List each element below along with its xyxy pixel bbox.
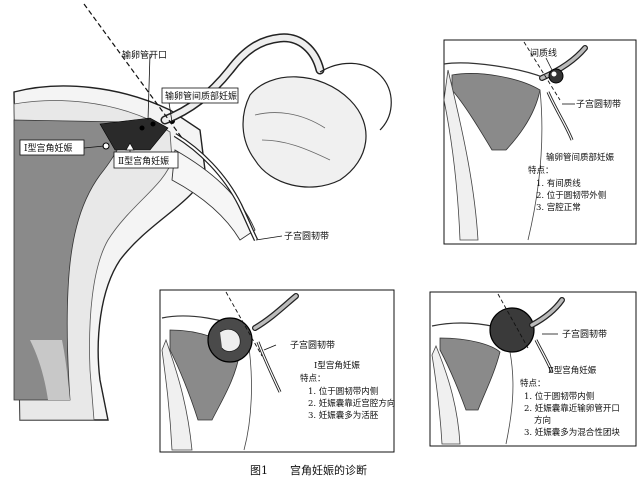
inset-type1-feature-2: 2. 妊娠囊靠近宫腔方向 [308, 398, 395, 409]
inset-type2-features-title: 特点： [520, 378, 546, 389]
figure-caption-title: 宫角妊娠的诊断 [290, 463, 367, 477]
type2-label-box [113, 151, 179, 169]
inset-type1-feature-3: 3. 妊娠囊多为活胚 [308, 410, 379, 421]
inset-type1-features-title: 特点： [300, 373, 326, 384]
inset-interstitial-feature-1: 1. 有间质线 [536, 178, 581, 189]
interstitial-label-box [161, 87, 239, 104]
figure-caption-number: 图1 [250, 464, 268, 477]
type1-label-box [19, 139, 85, 156]
inset-type1-feature-1: 1. 位于圆韧带内侧 [308, 386, 378, 397]
tube-opening-label: 输卵管开口 [122, 49, 167, 61]
type1-label: Ⅰ型宫角妊娠 [24, 142, 73, 154]
broad-ligament [171, 149, 256, 241]
inset-interstitial-round-ligament-label: 子宫圆韧带 [576, 98, 621, 110]
inset-type2 [429, 291, 637, 447]
inset-type1-round-ligament-label: 子宫圆韧带 [290, 339, 335, 351]
inset-interstitial-feature-3: 3. 宫腔正常 [536, 202, 581, 213]
inset-type2-title: Ⅱ型宫角妊娠 [548, 365, 597, 376]
main-uterus-illustration [13, 3, 392, 421]
inset-type2-feature-2-cont: 方向 [534, 415, 551, 426]
inset-type2-feature-3: 3. 妊娠囊多为混合性团块 [524, 427, 620, 438]
inset-interstitial-features-title: 特点： [528, 165, 554, 176]
interstitial-line-label: 间质线 [530, 47, 557, 59]
round-ligament-label: 子宫圆韧带 [284, 230, 329, 242]
marker-dot [139, 125, 145, 131]
inset-type1 [159, 289, 395, 453]
interstitial-pregnancy-label: 输卵管间质部妊娠 [165, 90, 237, 102]
inset-type2-feature-1: 1. 位于圆韧带内侧 [524, 391, 594, 402]
ovary [242, 76, 367, 188]
cornual-region [99, 117, 169, 151]
inset-type1-title: Ⅰ型宫角妊娠 [314, 360, 360, 371]
inset-type2-feature-2: 2. 妊娠囊靠近输卵管开口 [524, 403, 620, 414]
marker-dot [150, 121, 156, 127]
inset-interstitial [443, 39, 637, 245]
inset-interstitial-feature-2: 2. 位于圆韧带外侧 [536, 190, 606, 201]
cervix [30, 340, 70, 400]
inset-interstitial-title: 输卵管间质部妊娠 [546, 152, 615, 163]
type2-label: Ⅱ型宫角妊娠 [118, 155, 169, 167]
inset-type2-round-ligament-label: 子宫圆韧带 [562, 328, 607, 340]
reference-line [83, 3, 183, 139]
